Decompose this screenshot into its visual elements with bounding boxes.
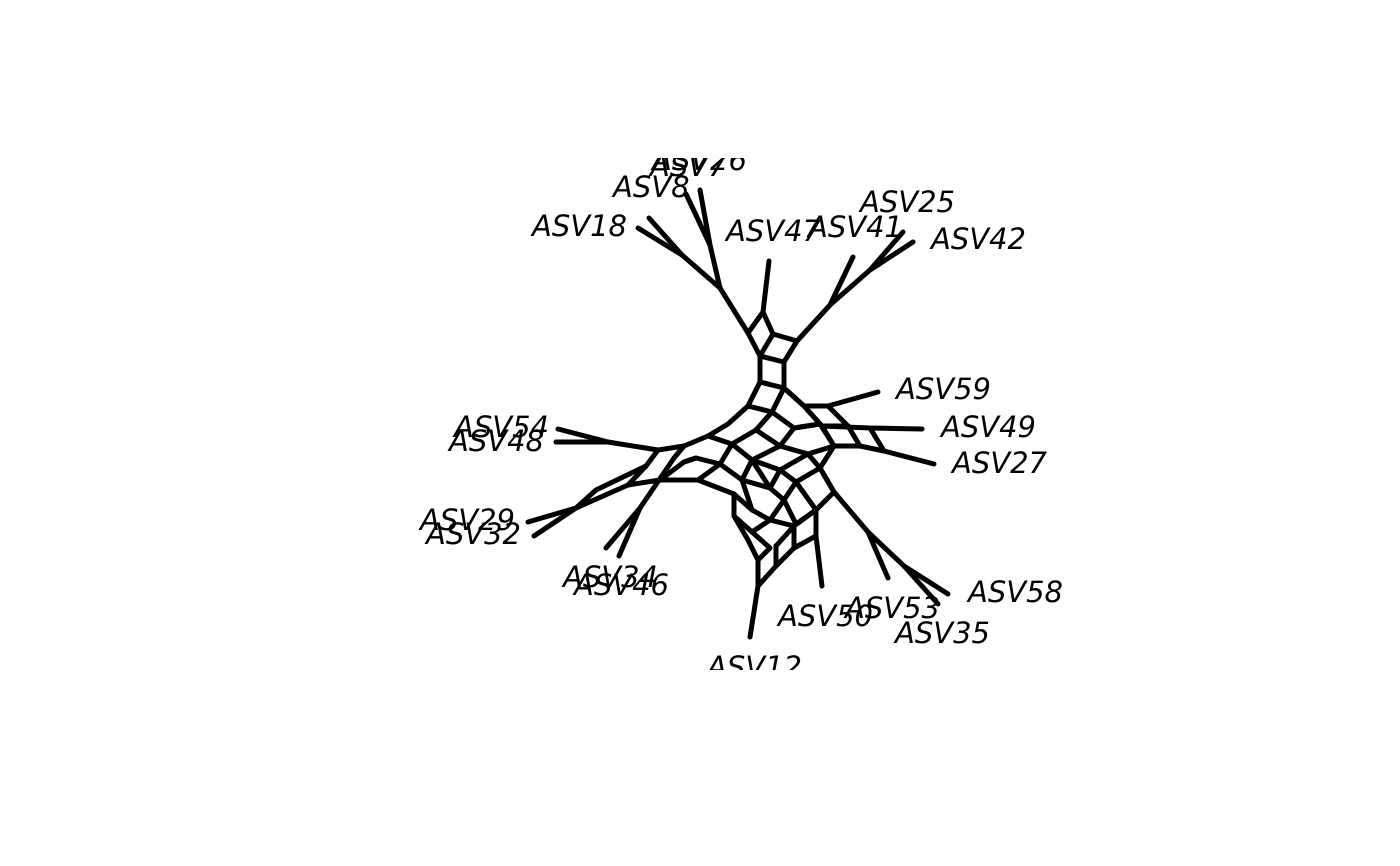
network-edge-68	[813, 533, 825, 589]
tip-label-asv46: ASV46	[572, 568, 669, 602]
network-edge-28	[531, 463, 649, 539]
network-edge-48	[791, 421, 837, 457]
network-edge-67	[747, 583, 761, 640]
network-edge-59	[731, 513, 761, 563]
network-edge-62	[791, 507, 819, 529]
tip-label-asv32: ASV32	[424, 517, 521, 551]
tip-label-asv7: ASV7	[648, 149, 727, 183]
network-edge-71	[901, 563, 941, 607]
tip-label-asv49: ASV49	[939, 410, 1036, 444]
network-edge-22	[867, 425, 887, 454]
network-edge-69	[831, 489, 891, 581]
network-edge-10	[794, 229, 906, 344]
tip-label-asv26: ASV26	[650, 143, 747, 177]
tip-label-asv47: ASV47	[724, 214, 822, 248]
network-edge-38	[695, 477, 737, 497]
network-edge-34	[753, 409, 775, 433]
tip-label-asv8: ASV8	[611, 170, 690, 204]
network-edge-61	[767, 517, 797, 549]
network-edge-6	[745, 309, 766, 336]
tip-labels: ASV26 ASV7 ASV8 ASV18 ASV47 ASV41 ASV25 …	[418, 143, 1063, 684]
network-edge-12	[757, 353, 787, 365]
network-edge-11	[867, 239, 916, 273]
network-edge-50	[749, 507, 773, 523]
tip-label-asv48: ASV48	[447, 424, 544, 458]
tip-label-asv12: ASV12	[705, 650, 802, 684]
network-edge-57	[793, 479, 819, 513]
network-edge-41	[749, 427, 783, 463]
network-edge-18	[819, 403, 851, 429]
tip-label-asv18: ASV18	[530, 209, 627, 243]
network-edge-29	[603, 505, 643, 551]
network-edge-9	[827, 254, 856, 308]
tip-label-asv35: ASV35	[893, 616, 990, 650]
network-edge-17	[801, 389, 881, 409]
tip-label-asv27: ASV27	[950, 446, 1048, 480]
network-edge-21	[845, 423, 863, 449]
network-edge-60	[749, 529, 773, 563]
tip-label-asv29: ASV29	[418, 503, 515, 537]
tip-label-asv59: ASV59	[894, 372, 991, 406]
network-edge-36	[681, 455, 699, 465]
network-edge-15	[745, 379, 787, 415]
network-edge-52	[777, 467, 799, 485]
tip-label-asv41: ASV41	[806, 210, 903, 244]
network-edge-66	[773, 545, 797, 569]
tip-label-asv53: ASV53	[843, 591, 940, 625]
network-edge-5	[760, 258, 772, 315]
network-edge-47	[777, 443, 811, 473]
network-edge-58	[813, 465, 837, 513]
network-edge-51	[767, 485, 787, 503]
network-edge-39	[717, 461, 745, 483]
tip-label-asv42: ASV42	[929, 222, 1026, 256]
network-edge-55	[731, 465, 823, 535]
tip-label-asv25: ASV25	[858, 185, 955, 219]
tip-label-asv50: ASV50	[776, 599, 873, 633]
network-edge-30	[616, 455, 677, 559]
network-edge-1	[683, 191, 713, 248]
network-edge-31	[625, 447, 687, 488]
network-edge-63	[791, 507, 819, 551]
network-edge-3	[635, 225, 685, 258]
network-edge-32	[671, 443, 687, 461]
tip-label-asv54: ASV54	[452, 410, 549, 444]
tip-label-asv34: ASV34	[561, 560, 658, 594]
network-edge-53	[805, 451, 823, 471]
network-edges	[525, 187, 951, 640]
tip-label-asv58: ASV58	[966, 575, 1063, 609]
